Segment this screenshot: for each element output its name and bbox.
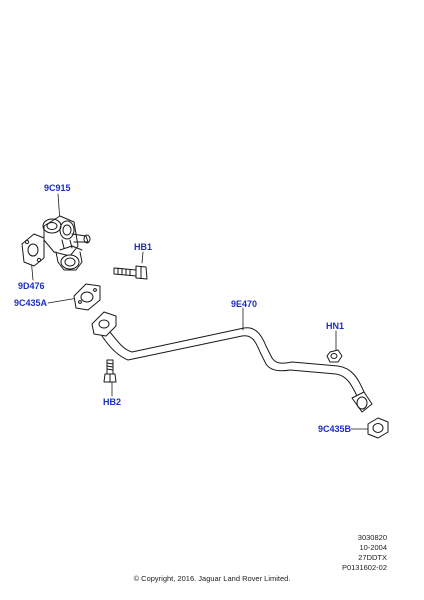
leader-lines [30, 193, 371, 430]
label-hb1: HB1 [134, 242, 153, 252]
label-hb2: HB2 [103, 397, 122, 407]
nut-hn1-drawing [326, 349, 343, 363]
gasket-9c435b-drawing [367, 417, 389, 439]
bolt-hb1-drawing [113, 265, 148, 280]
bolt-hb2-drawing [103, 359, 117, 383]
label-9d476: 9D476 [18, 281, 45, 291]
egr-pipe-drawing [91, 311, 373, 413]
label-9c435a: 9C435A [14, 298, 48, 308]
label-9e470: 9E470 [231, 299, 258, 309]
label-9c915: 9C915 [44, 183, 71, 193]
reference-number: 3030820 [357, 533, 387, 542]
label-hn1: HN1 [326, 321, 345, 331]
label-9c435b: 9C435B [318, 424, 352, 434]
egr-valve-drawing [42, 215, 91, 271]
valve-gasket-drawing [21, 233, 45, 267]
gasket-9c435a-drawing [73, 283, 101, 311]
reference-part-code: P0131602-02 [341, 563, 387, 572]
reference-date: 10-2004 [359, 543, 387, 552]
copyright-notice: © Copyright, 2016. Jaguar Land Rover Lim… [133, 574, 291, 583]
reference-engine-code: 27DDTX [358, 553, 387, 562]
